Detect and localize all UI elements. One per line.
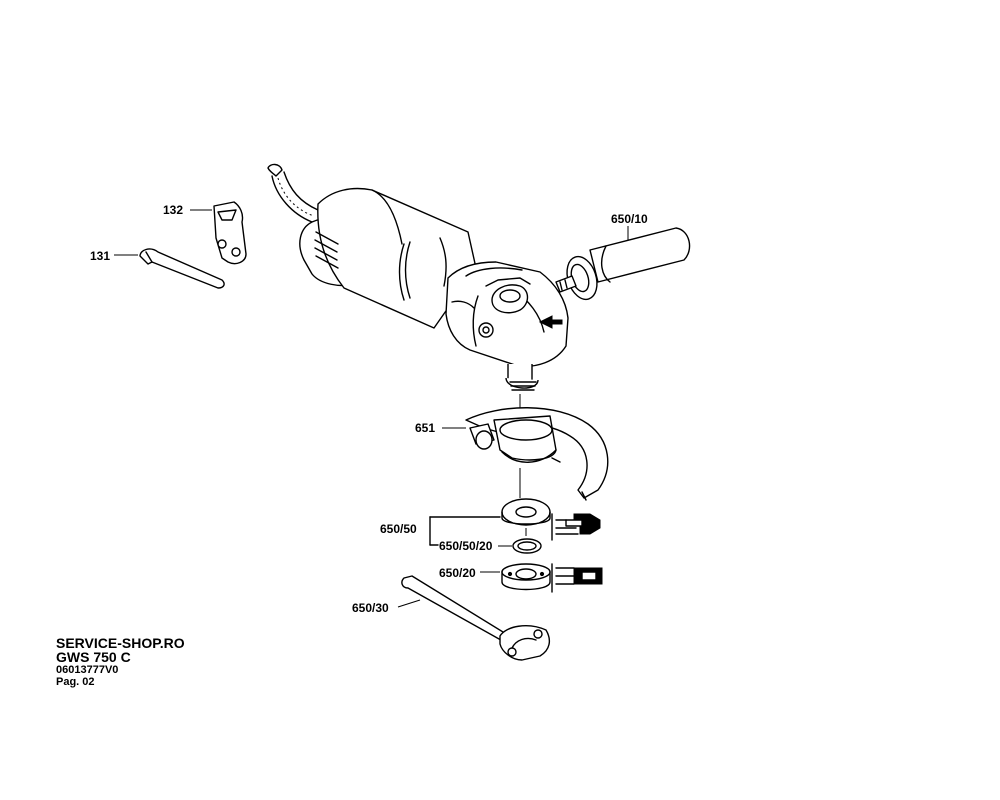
- part-number: 06013777V0: [56, 664, 119, 676]
- clamp-symbol-nut: [551, 563, 603, 593]
- part-650-10-handle: [555, 226, 691, 301]
- part-650-20-clamping-nut: [480, 563, 551, 591]
- part-650-50-flange: [429, 498, 551, 546]
- label-650-10: 650/10: [611, 212, 648, 226]
- clamp-symbol-flange: [551, 513, 601, 541]
- part-132-bracket: [190, 201, 247, 265]
- label-131: 131: [90, 249, 111, 263]
- part-651-guard: [442, 407, 609, 501]
- label-650-50: 650/50: [380, 522, 417, 536]
- part-650-30-spanner: [397, 575, 551, 661]
- label-650-20: 650/20: [439, 566, 476, 580]
- page-number: Pag. 02: [56, 676, 95, 688]
- power-cord: [267, 163, 319, 223]
- label-651: 651: [415, 421, 436, 435]
- label-650-30: 650/30: [352, 601, 389, 615]
- part-131-hex-key: [114, 248, 225, 289]
- label-650-50-20: 650/50/20: [439, 539, 493, 553]
- footer-info: SERVICE-SHOP.RO GWS 750 C 06013777V0 Pag…: [56, 636, 185, 688]
- label-132: 132: [163, 203, 184, 217]
- vent-slots: [314, 231, 339, 269]
- shop-name: SERVICE-SHOP.RO: [56, 635, 185, 651]
- angle-grinder: [299, 187, 569, 412]
- part-650-50-20-o-ring: [498, 538, 542, 554]
- model-name: GWS 750 C: [56, 649, 131, 665]
